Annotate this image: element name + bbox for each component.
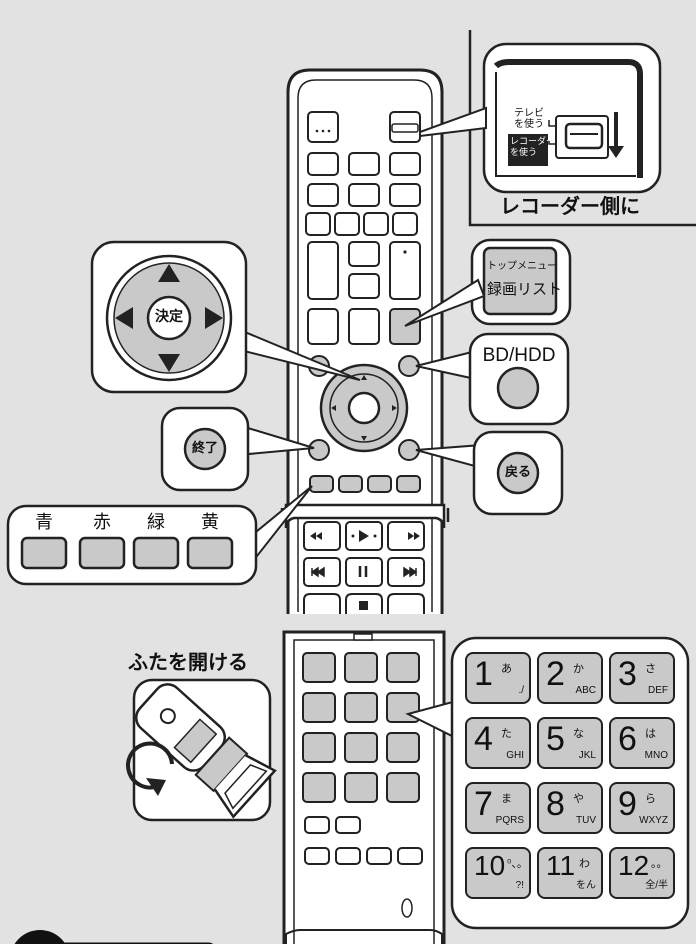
number-key-kana: か	[573, 662, 584, 675]
top-menu-key-line1: トップメニュー	[487, 261, 557, 272]
back-key-label: 戻る	[504, 465, 531, 480]
number-key-12: 12。。全/半	[609, 847, 675, 899]
back-key-callout	[415, 430, 564, 516]
number-key-digit: 12	[618, 850, 650, 881]
top-menu-key-line2: 録画リスト	[487, 280, 563, 298]
number-key-kana: ま	[501, 792, 512, 805]
number-key-letters: をん	[576, 880, 596, 891]
number-key-digit: 1	[474, 655, 493, 693]
remote-lower-body	[282, 630, 446, 944]
color-key-0	[20, 536, 68, 570]
number-key-letters: ./	[518, 685, 524, 696]
number-key-digit: 9	[618, 785, 637, 823]
number-key-kana: さ	[645, 662, 656, 675]
end-key-callout	[160, 406, 315, 492]
end-key-label: 終了	[191, 441, 218, 456]
switch-callout	[419, 30, 696, 227]
open-lid-label: ふたを開ける	[128, 650, 248, 674]
number-key-letters: GHI	[506, 750, 524, 761]
color-key-label: 赤	[93, 512, 111, 533]
remote-display-key	[307, 111, 339, 143]
number-key-letters: ABC	[575, 685, 596, 696]
bd-hdd-callout	[415, 332, 570, 426]
number-key-kana: た	[501, 727, 512, 740]
number-key-digit: 5	[546, 720, 565, 758]
number-key-digit: 3	[618, 655, 637, 693]
switch-caption: レコーダー側に	[500, 194, 640, 218]
number-key-kana: 。。	[651, 857, 668, 870]
color-key-swatches	[20, 536, 234, 570]
number-key-letters: 全/半	[645, 880, 668, 891]
dpad-center-label: 決定	[155, 309, 183, 325]
number-key-letters: DEF	[648, 685, 668, 696]
number-key-kana: わ	[579, 857, 590, 870]
color-key-3	[186, 536, 234, 570]
dpad-callout	[90, 240, 361, 394]
remote-upper-body	[280, 68, 450, 614]
switch-recorder-label: レコーダー を使う	[510, 137, 556, 158]
number-key-kana: ら	[645, 792, 656, 805]
number-key-digit: 2	[546, 655, 565, 693]
remote-top-menu-key	[389, 308, 421, 345]
number-key-digit: 11	[546, 850, 576, 881]
color-key-label: 黄	[201, 512, 219, 533]
open-lid-remote-illustration	[134, 683, 277, 819]
number-key-kana: あ	[501, 662, 512, 675]
number-key-kana: や	[573, 792, 584, 805]
number-key-kana: は	[645, 727, 656, 740]
number-key-digit: 8	[546, 785, 565, 823]
number-key-digit: 4	[474, 720, 493, 758]
remote-end-key	[308, 439, 330, 461]
number-key-digit: 7	[474, 785, 493, 823]
number-key-letters: PQRS	[495, 815, 524, 826]
top-menu-callout	[404, 238, 572, 327]
open-lid-callout	[126, 678, 277, 822]
bd-hdd-label: BD/HDD	[482, 345, 556, 366]
number-key-letters: ?!	[515, 880, 524, 891]
color-key-label: 青	[35, 512, 53, 533]
note-icon	[14, 930, 214, 944]
color-key-1	[78, 536, 126, 570]
number-key-letters: JKL	[578, 750, 596, 761]
color-key-2	[132, 536, 180, 570]
number-key-kana: な	[573, 727, 584, 740]
number-key-letters: WXYZ	[639, 815, 668, 826]
number-key-kana: ⁰、。	[507, 857, 528, 870]
number-key-digit: 10	[474, 850, 506, 881]
color-key-label: 緑	[147, 512, 165, 533]
number-key-letters: TUV	[576, 815, 596, 826]
switch-tv-label: テレビ を使う	[514, 108, 544, 130]
number-key-letters: MNO	[644, 750, 668, 761]
number-key-digit: 6	[618, 720, 637, 758]
